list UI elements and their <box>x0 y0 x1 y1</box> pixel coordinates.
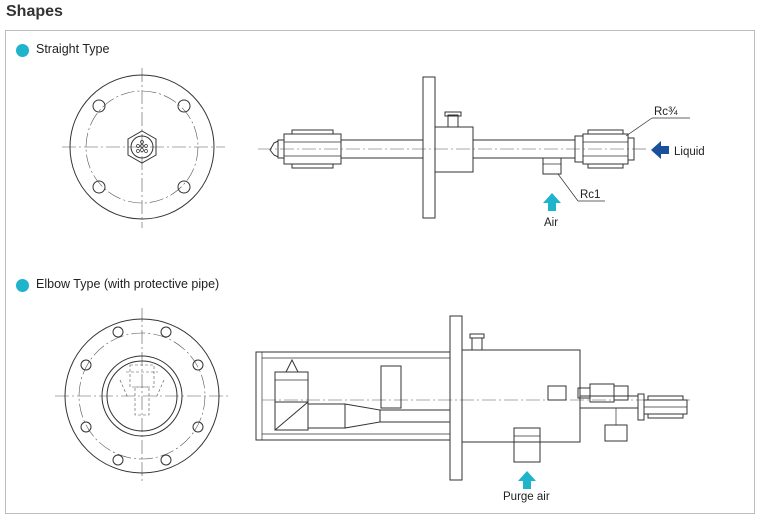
purge-air-callout: Purge air <box>503 491 550 503</box>
section-label-straight: Straight Type <box>36 42 110 56</box>
straight-front-view <box>62 68 225 228</box>
liquid-callout: Liquid <box>674 146 705 158</box>
straight-side-view: Rc¾ Rc1 Liquid Air <box>258 76 705 229</box>
elbow-front-view <box>55 308 230 484</box>
rc1-callout: Rc1 <box>580 189 600 201</box>
liquid-arrow-icon <box>651 141 669 159</box>
section-bullet-straight <box>16 44 29 57</box>
rc34-callout: Rc¾ <box>654 106 678 118</box>
air-arrow-icon <box>543 193 561 211</box>
section-bullet-elbow <box>16 279 29 292</box>
elbow-side-view: Purge air <box>255 315 690 503</box>
purge-air-arrow-icon <box>518 471 536 489</box>
air-callout: Air <box>544 217 558 229</box>
section-label-elbow: Elbow Type (with protective pipe) <box>36 277 220 291</box>
page-title: Shapes <box>6 3 63 20</box>
shapes-panel <box>5 30 755 514</box>
